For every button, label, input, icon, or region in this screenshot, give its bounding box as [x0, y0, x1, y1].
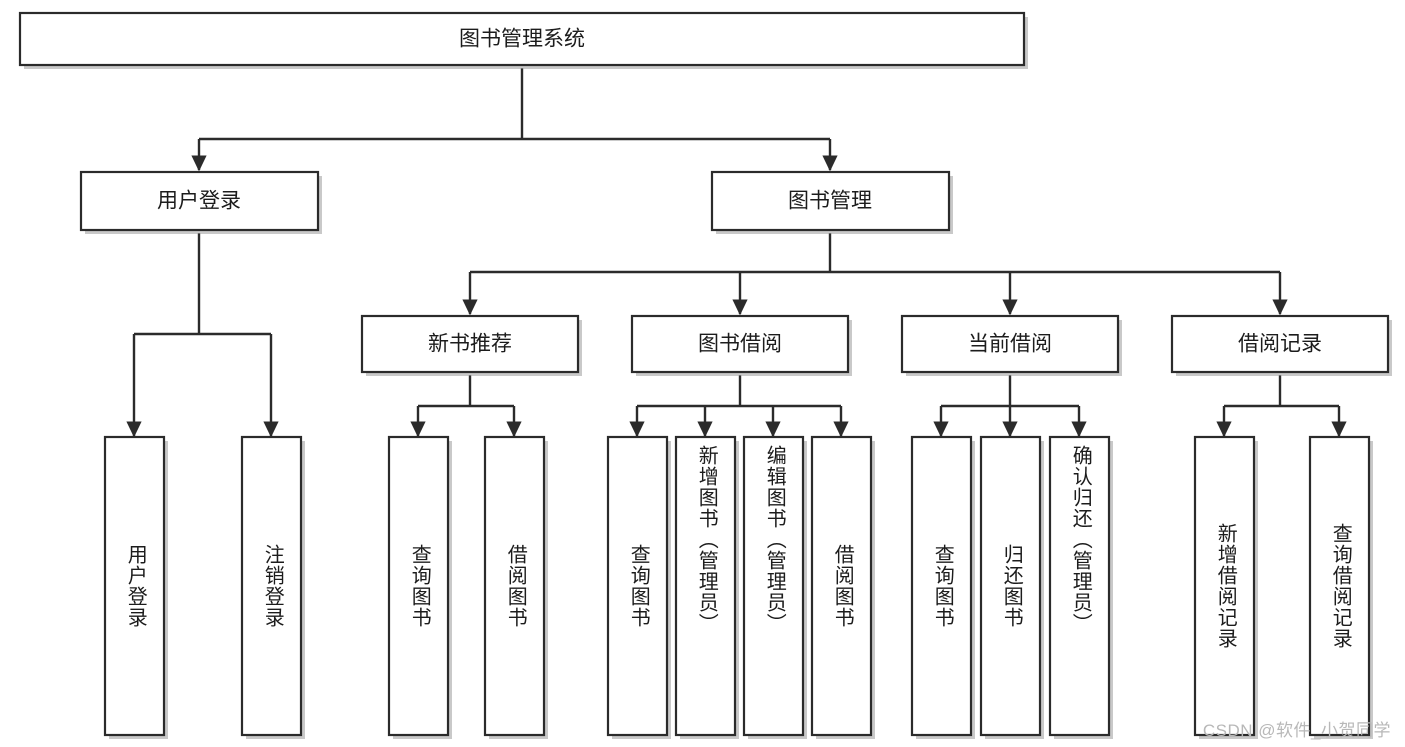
- node-root[interactable]: 图书管理系统: [18, 11, 1028, 69]
- csdn-watermark: CSDN @软件_小贺同学: [1202, 721, 1391, 740]
- node-leaf-query-book-1[interactable]: [387, 435, 452, 739]
- node-new-book-recommend-label: 新书推荐: [428, 333, 512, 356]
- node-borrow-record-label: 借阅记录: [1238, 333, 1322, 356]
- node-leaf-borrow-book-1[interactable]: [483, 435, 548, 739]
- node-current-borrow[interactable]: 当前借阅: [900, 314, 1122, 376]
- node-leaf-add-record[interactable]: [1193, 435, 1258, 739]
- edges-layer: [126, 68, 1347, 438]
- nodes-layer: 图书管理系统 用户登录 图书管理 新书推荐: [18, 11, 1392, 739]
- node-book-management[interactable]: 图书管理: [710, 170, 953, 234]
- node-leaf-return-book[interactable]: [979, 435, 1044, 739]
- node-user-login-label: 用户登录: [157, 190, 241, 213]
- node-leaf-logout[interactable]: [240, 435, 305, 739]
- node-leaf-confirm-return[interactable]: [1048, 435, 1113, 739]
- node-book-borrow[interactable]: 图书借阅: [630, 314, 852, 376]
- node-book-borrow-label: 图书借阅: [698, 333, 782, 356]
- node-leaf-query-book-2[interactable]: [606, 435, 671, 739]
- node-borrow-record[interactable]: 借阅记录: [1170, 314, 1392, 376]
- node-current-borrow-label: 当前借阅: [968, 333, 1052, 356]
- node-leaf-add-book[interactable]: [674, 435, 739, 739]
- node-root-label: 图书管理系统: [459, 28, 585, 51]
- node-leaf-query-record[interactable]: [1308, 435, 1373, 739]
- node-user-login[interactable]: 用户登录: [79, 170, 322, 234]
- node-new-book-recommend[interactable]: 新书推荐: [360, 314, 582, 376]
- node-book-management-label: 图书管理: [788, 190, 872, 213]
- node-leaf-user-login[interactable]: [103, 435, 168, 739]
- node-leaf-borrow-book-2[interactable]: [810, 435, 875, 739]
- node-leaf-edit-book[interactable]: [742, 435, 807, 739]
- node-leaf-query-book-3[interactable]: [910, 435, 975, 739]
